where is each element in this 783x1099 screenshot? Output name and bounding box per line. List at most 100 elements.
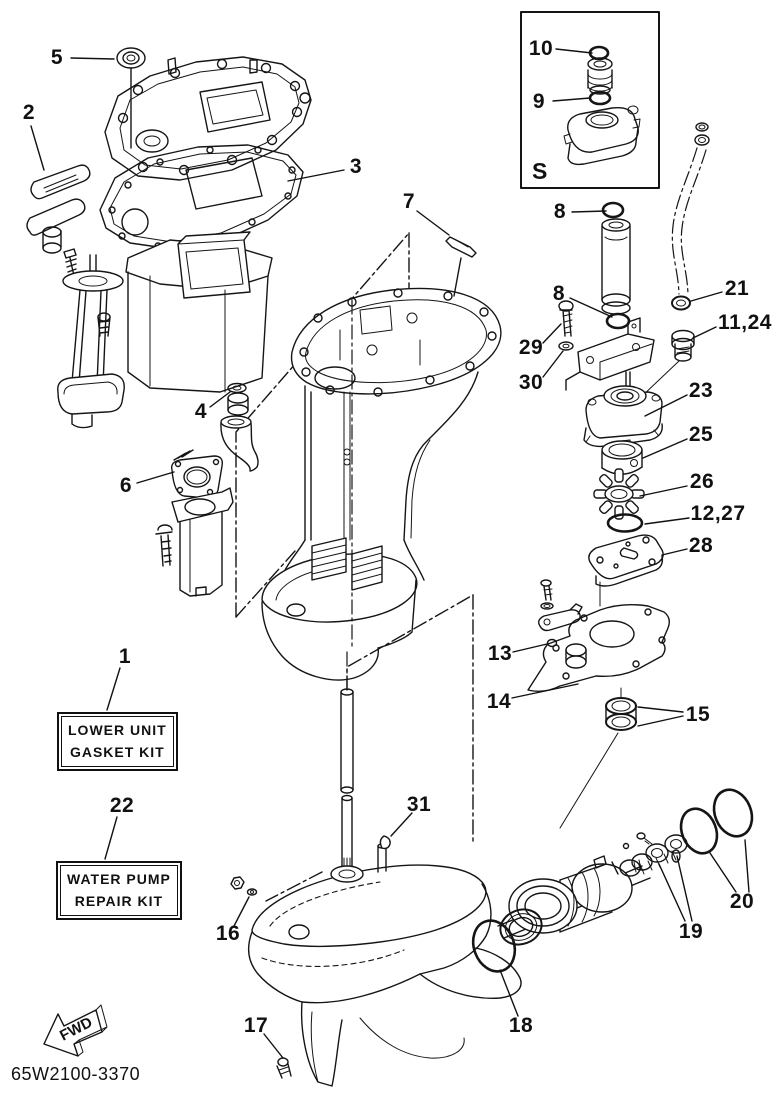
leader-line [555, 48, 593, 54]
kit-box-line: LOWER UNIT [68, 722, 167, 738]
exhaust-guide-plate [104, 56, 312, 181]
screw-lever-13 [537, 579, 583, 648]
carrier-hardware-19 [619, 832, 688, 877]
water-hose [671, 122, 710, 295]
callout-13: 13 [487, 642, 513, 665]
callout-29: 29 [518, 336, 544, 359]
damper-7 [445, 236, 477, 297]
muffler-tube [155, 487, 234, 597]
leader-line [416, 210, 450, 236]
callout-18: 18 [508, 1014, 534, 1037]
plate-28 [588, 534, 664, 607]
bearing-carrier [508, 855, 633, 934]
gasket-6 [170, 449, 224, 499]
leader-line [709, 852, 737, 893]
fwd-arrow: FWD [43, 1004, 108, 1057]
leader-line [639, 485, 688, 497]
callout-14: 14 [486, 690, 512, 713]
leader-line [571, 210, 607, 213]
oring-18 [471, 919, 517, 973]
leader-lines [30, 48, 750, 1059]
gasket-14 [527, 603, 671, 693]
callout-26: 26 [689, 470, 715, 493]
clamp-21 [671, 295, 691, 311]
seal-funnel-4 [220, 382, 259, 472]
leader-line [70, 57, 115, 60]
inset-s-label: S [532, 158, 547, 184]
callout-10: 10 [528, 37, 554, 60]
callout-22: 22 [109, 794, 135, 817]
callout-4: 4 [194, 400, 208, 423]
callout-12-27: 12,27 [690, 502, 746, 525]
leader-line [637, 706, 684, 713]
leader-line [690, 291, 723, 302]
leader-line [661, 548, 688, 556]
leader-line [744, 839, 750, 893]
grommet-5 [116, 47, 146, 149]
callout-9: 9 [532, 90, 546, 113]
key-31 [379, 835, 391, 850]
thermostat-plug [587, 57, 613, 95]
callout-11-24: 11,24 [718, 311, 772, 334]
callout-2: 2 [22, 101, 36, 124]
leader-line [642, 438, 688, 459]
gearcase [247, 843, 522, 1087]
diagram-part-code: 65W2100-3370 [11, 1064, 141, 1084]
leader-line [233, 896, 250, 927]
callout-7: 7 [402, 190, 416, 213]
washer-30 [558, 341, 574, 351]
leader-line [658, 863, 686, 922]
plug-17 [276, 1057, 292, 1079]
oil-seals-15 [559, 687, 637, 829]
leader-line [644, 517, 690, 525]
water-pump-repair-kit-box: WATER PUMP REPAIR KIT [56, 861, 182, 921]
upper-casing [261, 287, 502, 681]
leader-line [644, 394, 688, 417]
leader-line [390, 812, 413, 837]
oil-strainer [57, 254, 125, 429]
leader-line [104, 816, 118, 860]
insert-cup-25 [601, 439, 643, 475]
pump-bracket [565, 317, 655, 391]
callout-25: 25 [688, 423, 714, 446]
leader-line [511, 683, 579, 699]
impeller-26 [593, 468, 645, 520]
callout-5: 5 [50, 46, 64, 69]
leader-line [512, 643, 548, 653]
leader-line [569, 297, 613, 318]
callout-17: 17 [243, 1014, 269, 1037]
leader-line [676, 855, 693, 922]
leader-line [692, 326, 717, 339]
orings-20 [679, 788, 754, 855]
oring-12-27 [606, 513, 644, 533]
callout-28: 28 [688, 534, 714, 557]
callout-30: 30 [518, 371, 544, 394]
leader-line [499, 969, 519, 1017]
callout-31: 31 [406, 793, 432, 816]
head-gasket-3 [99, 144, 304, 250]
leader-line [637, 715, 684, 727]
leader-line [287, 169, 345, 182]
driveshaft [340, 651, 354, 868]
water-pump-housing-23 [583, 371, 663, 448]
leader-line [542, 350, 564, 378]
thermostat-cover [563, 105, 641, 166]
water-tube-8 [601, 201, 631, 330]
callout-16: 16 [215, 922, 241, 945]
callout-1: 1 [118, 645, 132, 668]
mount-brackets [26, 164, 91, 277]
bolt-29 [558, 300, 574, 337]
thermostat-inset [520, 11, 660, 189]
callout-8: 8 [552, 282, 566, 305]
leader-line [30, 125, 45, 171]
kit-box-line: WATER PUMP [67, 871, 171, 887]
leader-line [263, 1033, 284, 1059]
callout-19: 19 [678, 920, 704, 943]
callout-23: 23 [688, 379, 714, 402]
lower-unit-gasket-kit-box: LOWER UNIT GASKET KIT [57, 712, 178, 772]
callout-6: 6 [119, 474, 133, 497]
nut-16 [230, 876, 258, 896]
callout-15: 15 [685, 703, 711, 726]
